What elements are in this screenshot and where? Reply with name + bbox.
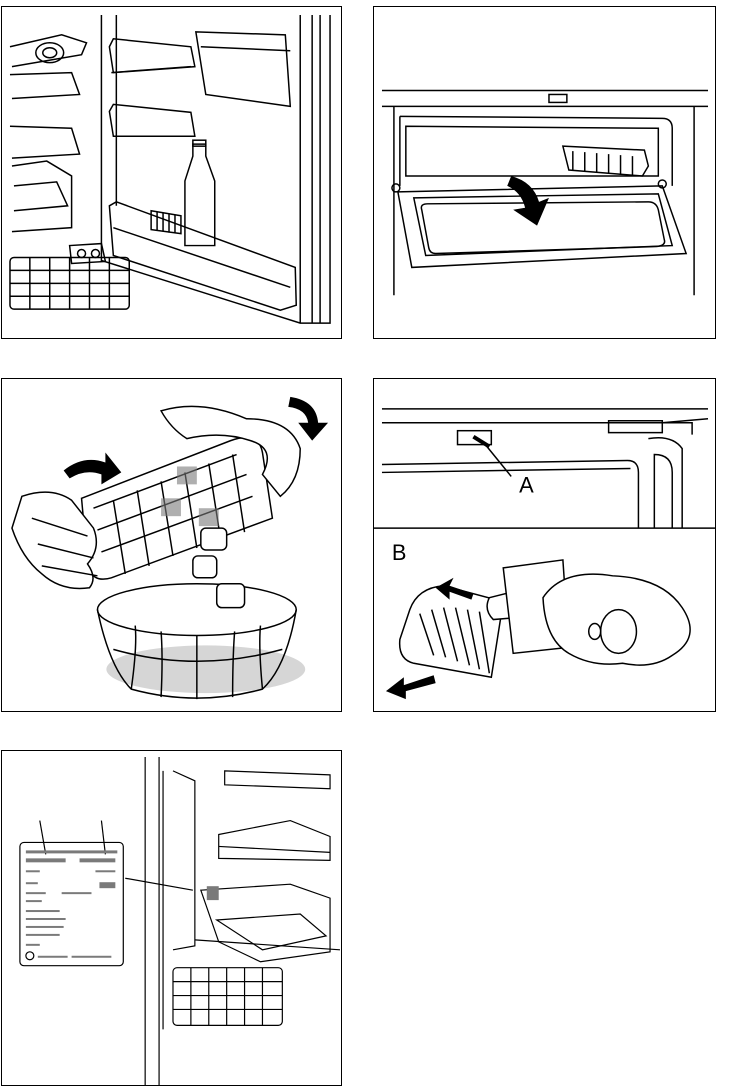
light-bulb-illustration: A B	[374, 379, 715, 711]
rating-plate-illustration	[2, 751, 341, 1085]
figure-fridge-interior	[1, 6, 342, 339]
label-a: A	[519, 472, 534, 497]
label-b: B	[392, 540, 407, 565]
freezer-compartment-illustration	[374, 7, 715, 338]
ice-tray-illustration	[2, 379, 341, 711]
figure-freezer-compartment	[373, 6, 716, 339]
figure-ice-cube-tray	[1, 378, 342, 712]
figure-light-bulb-replacement: A B	[373, 378, 716, 712]
fridge-interior-illustration	[2, 7, 341, 338]
figure-rating-plate-location	[1, 750, 342, 1086]
